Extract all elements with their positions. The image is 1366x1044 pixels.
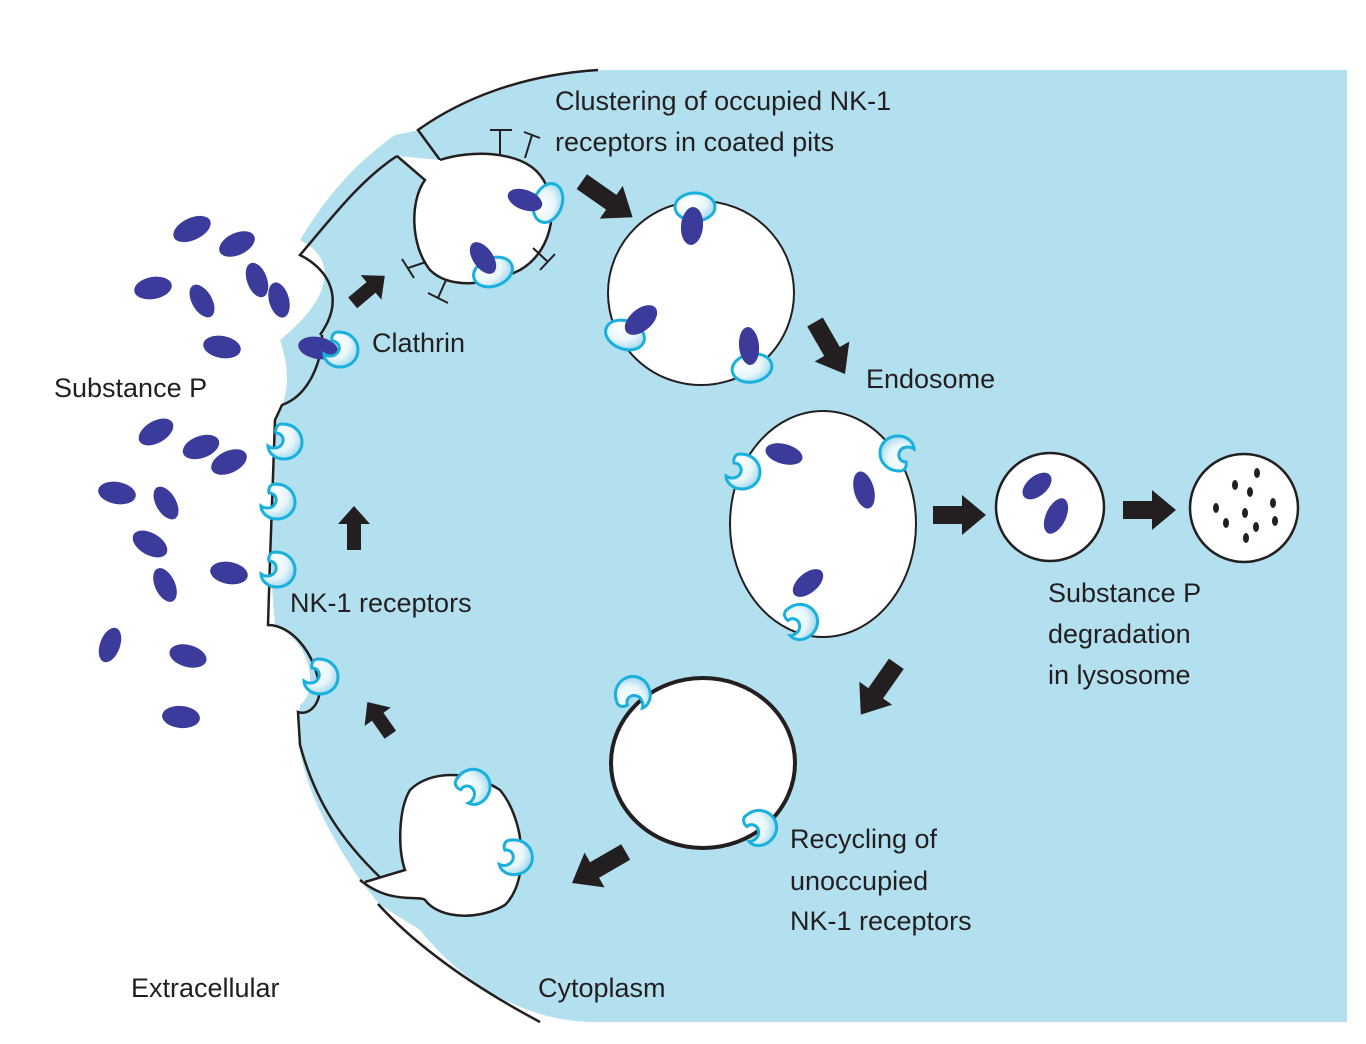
substance-p-molecules <box>98 215 338 729</box>
lysosome <box>1188 452 1300 564</box>
label-nk1-receptors: NK-1 receptors <box>290 588 472 618</box>
arrow-to-late-vesicle <box>933 495 986 535</box>
exocytic-vesicle <box>359 773 523 917</box>
plasma-membrane-bottom <box>377 903 541 1024</box>
arrow-to-exocytic <box>572 844 631 888</box>
plasma-membrane-coated-pit-edge <box>298 154 398 336</box>
endosome <box>729 410 917 638</box>
label-cytoplasm: Cytoplasm <box>538 973 666 1003</box>
occupied-receptors-vesicle <box>599 191 776 387</box>
label-degradation-2: degradation <box>1048 619 1191 649</box>
label-clathrin: Clathrin <box>372 328 465 358</box>
arrow-to-recycling <box>859 658 904 715</box>
label-clustering-1: Clustering of occupied NK-1 <box>555 86 891 116</box>
plasma-membrane <box>416 68 599 161</box>
label-degradation-1: Substance P <box>1048 578 1201 608</box>
arrow-to-coated-pit <box>348 275 385 309</box>
degraded-fragments <box>1213 468 1278 543</box>
arrow-to-membrane <box>364 701 397 739</box>
arrow-to-vesicle <box>576 174 633 219</box>
endosome-contents <box>724 434 916 648</box>
label-recycling-2: unoccupied <box>790 866 928 896</box>
label-clustering-2: receptors in coated pits <box>555 127 834 157</box>
arrow-up-membrane <box>338 506 370 550</box>
occupied-receptors-coated-pit <box>467 177 570 294</box>
label-recycling-3: NK-1 receptors <box>790 906 972 936</box>
process-arrows <box>338 174 1176 888</box>
clathrin-coat <box>401 129 556 304</box>
label-recycling-1: Recycling of <box>790 824 938 854</box>
coated-vesicle <box>396 129 556 304</box>
label-degradation-3: in lysosome <box>1048 660 1191 690</box>
arrow-to-lysosome <box>1123 490 1176 530</box>
recycling-endosome <box>609 676 797 850</box>
label-extracellular: Extracellular <box>131 973 280 1003</box>
arrow-to-endosome <box>807 317 850 374</box>
label-endosome: Endosome <box>866 364 995 394</box>
label-substance-p: Substance P <box>54 373 207 403</box>
